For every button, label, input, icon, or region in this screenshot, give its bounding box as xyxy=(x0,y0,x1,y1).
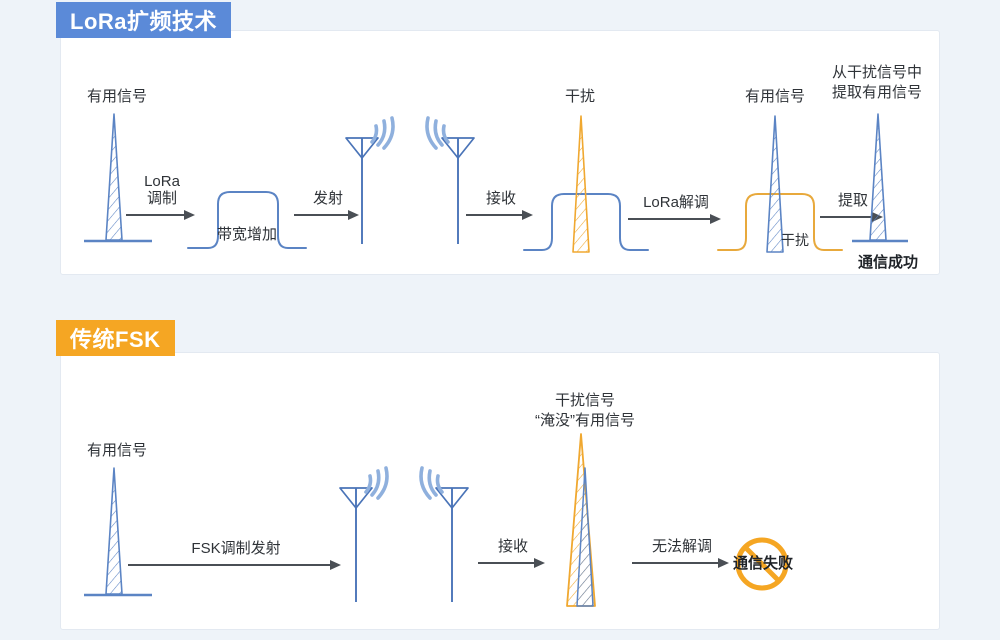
lora-transmit-antenna xyxy=(336,116,400,248)
fsk-useful-signal-spike xyxy=(80,466,158,606)
lora-wideband-curve xyxy=(186,186,308,254)
lora-modulation-label-2: 调制 xyxy=(146,190,178,207)
fsk-interference-title-line1: 干扰信号 xyxy=(554,392,615,409)
lora-extract-label: 提取 xyxy=(837,192,869,209)
lora-useful-signal-spike xyxy=(80,112,158,252)
section-tab-fsk: 传统FSK xyxy=(56,320,175,356)
lora-receive-antenna xyxy=(420,116,484,248)
lora-demodulation-arrow: LoRa解调 xyxy=(628,186,724,224)
section-tab-lora: LoRa扩频技术 xyxy=(56,2,232,38)
lora-interference-over-wideband xyxy=(522,110,650,260)
fsk-interference-title-line2: “淹没”有用信号 xyxy=(535,412,635,429)
lora-card xyxy=(60,30,940,275)
fsk-card xyxy=(60,352,940,630)
lora-modulation-label-1: LoRa xyxy=(144,173,180,190)
fsk-cannot-demodulate-arrow: 无法解调 xyxy=(632,530,732,568)
fsk-transmit-arrow: FSK调制发射 xyxy=(128,530,344,570)
fsk-drowned-signal xyxy=(545,432,625,612)
lora-demodulation-label: LoRa解调 xyxy=(643,194,709,211)
fsk-result-label: 通信失败 xyxy=(732,555,793,572)
lora-transmit-arrow: 发射 xyxy=(294,182,362,220)
section-tab-lora-label: LoRa扩频技术 xyxy=(70,9,218,34)
lora-result-label: 通信成功 xyxy=(857,254,918,271)
fsk-transmit-antenna xyxy=(330,466,394,606)
fsk-prohibition-icon xyxy=(733,535,791,593)
fsk-transmit-label: FSK调制发射 xyxy=(191,540,281,557)
lora-recovered-interference-label: 干扰 xyxy=(781,232,809,248)
lora-receive-label: 接收 xyxy=(485,190,517,207)
lora-extract-title-line2: 提取有用信号 xyxy=(831,84,922,101)
lora-final-signal-spike xyxy=(846,112,916,252)
lora-transmit-label: 发射 xyxy=(312,190,344,207)
lora-recovered-signal-label: 有用信号 xyxy=(744,88,805,105)
section-tab-fsk-label: 传统FSK xyxy=(70,327,161,352)
fsk-receive-label: 接收 xyxy=(497,538,529,555)
lora-modulation-arrow: LoRa 调制 xyxy=(126,173,198,220)
lora-extract-title-line1: 从干扰信号中 xyxy=(831,64,922,81)
fsk-receive-antenna xyxy=(414,466,478,606)
lora-interference-label: 干扰 xyxy=(564,88,595,105)
fsk-cannot-demodulate-label: 无法解调 xyxy=(651,538,713,555)
lora-bandwidth-increase-label: 带宽增加 xyxy=(216,226,277,243)
fsk-receive-arrow: 接收 xyxy=(478,530,548,568)
lora-receive-arrow: 接收 xyxy=(466,182,536,220)
lora-useful-signal-label: 有用信号 xyxy=(86,88,147,105)
lora-recovered-signal xyxy=(716,110,844,260)
fsk-useful-signal-label: 有用信号 xyxy=(86,442,147,459)
